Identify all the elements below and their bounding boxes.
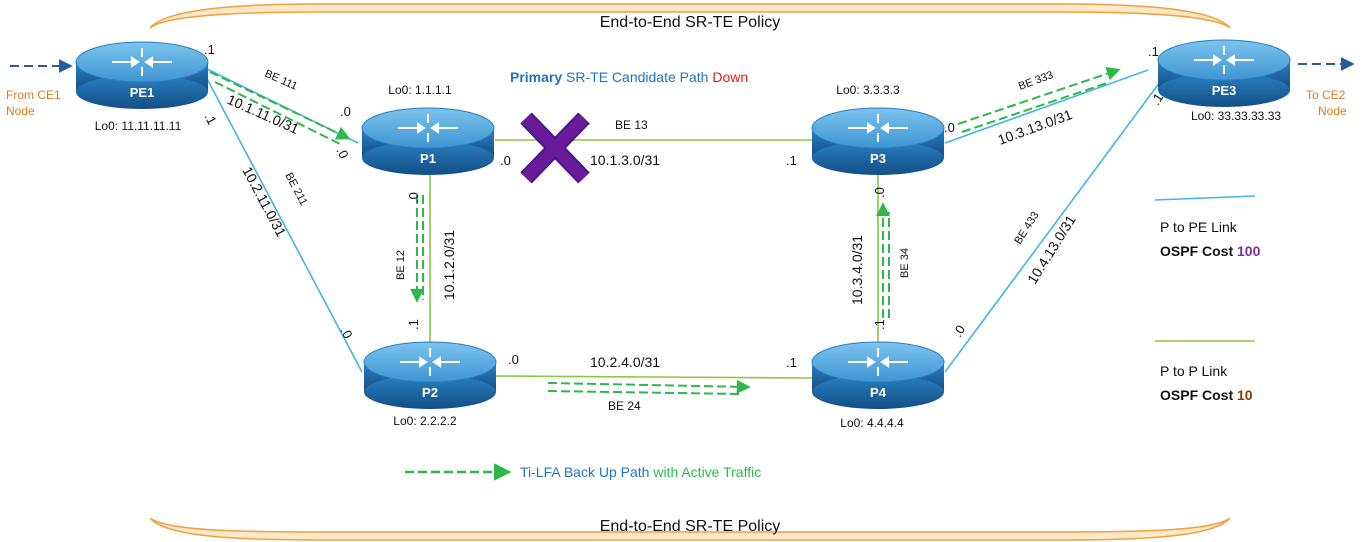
link-pe1-p2-bundle: BE 211 (282, 171, 309, 208)
router-name: PE3 (1212, 83, 1237, 98)
router-p3[interactable]: P3 (811, 107, 945, 175)
candidate-path-word: SR-TE Candidate Path (562, 69, 712, 85)
link-pe1-p2-end-b2: .0 (333, 144, 351, 161)
router-arrows-icon (112, 48, 172, 76)
link-p4-pe3-end-a: .0 (950, 322, 968, 339)
router-arrows-icon (848, 348, 908, 376)
link-p1-p2-end-b: .1 (406, 319, 421, 330)
link-p3-pe3-subnet: 10.3.13.0/31 (996, 106, 1075, 148)
router-p1-loopback: Lo0: 1.1.1.1 (388, 83, 452, 97)
cost-value: 10 (1237, 387, 1253, 403)
link-p2-p4 (494, 375, 813, 379)
policy-arc-bottom (149, 517, 1231, 541)
router-pe3-loopback: Lo0: 33.33.33.33 (1191, 109, 1281, 123)
router-arrows-icon (1194, 46, 1254, 74)
link-p1-p3-subnet: 10.1.3.0/31 (590, 152, 660, 168)
router-p1[interactable]: P1 (361, 107, 495, 175)
link-p4-pe3-bundle: BE 433 (1012, 210, 1041, 247)
ce2-label-line2: Node (1318, 104, 1347, 118)
policy-label-top: End-to-End SR-TE Policy (600, 14, 781, 31)
link-p1-p2-subnet: 10.1.2.0/31 (441, 230, 457, 300)
router-pe1[interactable]: PE1 (75, 41, 209, 109)
link-failure-cross-icon (520, 112, 590, 184)
legend-p-link-cost: OSPF Cost 10 (1160, 387, 1253, 403)
router-p2[interactable]: P2 (363, 341, 497, 409)
router-p3-loopback: Lo0: 3.3.3.3 (836, 83, 900, 97)
legend-pe-link-label: P to PE Link (1160, 219, 1238, 235)
link-pe1-p2-end-b: .0 (337, 324, 355, 341)
down-word: Down (712, 69, 748, 85)
legend-p-link-label: P to P Link (1160, 363, 1228, 379)
cost-value: 100 (1237, 243, 1261, 259)
link-p2-p4-subnet: 10.2.4.0/31 (590, 354, 660, 370)
policy-label-bottom: End-to-End SR-TE Policy (600, 518, 781, 535)
ce-arrows (10, 57, 1355, 73)
link-p1-p3-end-b: .1 (786, 153, 797, 168)
primary-path-status: Primary SR-TE Candidate Path Down (510, 69, 748, 85)
link-p1-p2-bundle: BE 12 (395, 250, 407, 280)
router-name: P1 (420, 151, 436, 166)
router-name: P4 (870, 385, 887, 400)
cost-label: OSPF Cost (1160, 387, 1237, 403)
primary-word: Primary (510, 69, 562, 85)
link-p4-pe3 (944, 81, 1161, 373)
legend-backup-path-label: Ti-LFA Back Up Path with Active Traffic (520, 464, 761, 480)
ce1-label-line2: Node (6, 104, 35, 118)
router-name: P3 (870, 151, 886, 166)
link-p3-p4-bundle: BE 34 (899, 248, 911, 278)
router-pe3[interactable]: PE3 (1157, 39, 1291, 107)
router-name: P2 (422, 385, 438, 400)
link-p3-pe3 (944, 69, 1149, 144)
link-pe1-p1-end-a: .1 (204, 42, 215, 57)
link-p3-pe3-end-a: .0 (944, 120, 955, 135)
router-pe1-loopback: Lo0: 11.11.11.11 (95, 119, 182, 133)
link-p3-p4-end-a: .0 (872, 187, 887, 198)
policy-arc-top (149, 3, 1231, 29)
link-pe1-p2-end-a: .1 (201, 110, 219, 127)
link-p3-p4-subnet: 10.3.4.0/31 (849, 235, 865, 305)
link-p2-p4-end-a: .0 (508, 352, 519, 367)
cost-label: OSPF Cost (1160, 243, 1237, 259)
ce1-label-line1: From CE1 (6, 88, 61, 102)
legend-pe-link-cost: OSPF Cost 100 (1160, 243, 1261, 259)
router-p4[interactable]: P4 (811, 341, 945, 409)
tilfa-word: Ti-LFA (520, 464, 561, 480)
link-pe1-p2 (204, 74, 363, 373)
link-pe1-p2-subnet: 10.2.11.0/31 (239, 164, 289, 240)
link-p3-p4-end-b: .1 (872, 319, 887, 330)
link-p2-p4-bundle: BE 24 (608, 399, 641, 413)
router-arrows-icon (398, 114, 458, 142)
active-traffic-word: with Active Traffic (652, 464, 761, 480)
link-p1-p3-end-a: .0 (500, 153, 511, 168)
link-pe1-p1-bundle: BE 111 (263, 68, 299, 93)
link-pe1-p1-end-b: .0 (340, 104, 351, 119)
router-p2-loopback: Lo0: 2.2.2.2 (393, 414, 457, 428)
backup-path (209, 66, 1121, 395)
link-p1-p3-bundle: BE 13 (615, 118, 648, 132)
ce2-label-line1: To CE2 (1306, 88, 1346, 102)
router-arrows-icon (400, 348, 460, 376)
link-p2-p4-end-b: .1 (786, 355, 797, 370)
backup-path-word: Back Up Path (560, 464, 653, 480)
router-arrows-icon (848, 114, 908, 142)
router-name: PE1 (130, 85, 155, 100)
link-p1-p2-end-a: .0 (406, 192, 421, 203)
link-p3-pe3-bundle: BE 333 (1017, 69, 1055, 93)
router-p4-loopback: Lo0: 4.4.4.4 (840, 416, 904, 430)
link-p3-pe3-end-b: .1 (1148, 44, 1159, 59)
legend-pe-link-swatch (1154, 195, 1256, 201)
